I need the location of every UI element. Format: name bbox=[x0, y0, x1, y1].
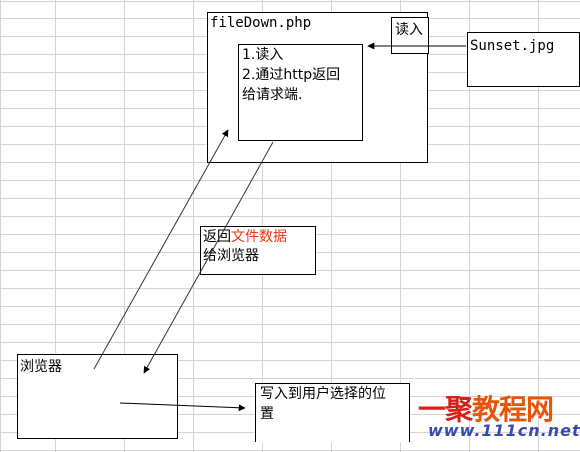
return-data-line1: 返回文件数据 bbox=[203, 228, 287, 247]
step-return-http-text: 2.通过http返回 bbox=[242, 67, 341, 83]
browser-label: 浏览器 bbox=[20, 359, 62, 375]
watermark-title: 一聚教程网 bbox=[418, 393, 554, 426]
read-label: 读入 bbox=[395, 22, 423, 38]
step-return-client-text: 给请求端. bbox=[242, 87, 303, 103]
write-to-user-location-box: 写入到用户选择的位 置 bbox=[255, 383, 410, 442]
step-read-text: 1.读入 bbox=[242, 47, 284, 63]
file-data-highlight: 文件数据 bbox=[231, 229, 287, 245]
sunset-file-box: Sunset.jpg bbox=[467, 32, 580, 87]
browser-box: 浏览器 bbox=[17, 354, 178, 439]
watermark-url: www.111cn.net bbox=[428, 421, 580, 440]
sunset-file-label: Sunset.jpg bbox=[470, 38, 555, 54]
read-label-box: 读入 bbox=[391, 17, 429, 54]
process-steps-box: 1.读入 2.通过http返回 给请求端. bbox=[238, 44, 363, 141]
return-data-box: 返回文件数据 给浏览器 bbox=[200, 226, 316, 275]
return-prefix: 返回 bbox=[203, 229, 231, 245]
return-data-line2: 给浏览器 bbox=[203, 248, 259, 264]
write-line2: 置 bbox=[260, 406, 274, 422]
write-line1: 写入到用户选择的位 bbox=[260, 386, 386, 402]
site-watermark-logo: 一聚教程网 www.111cn.net bbox=[416, 388, 580, 448]
filedown-php-title: fileDown.php bbox=[210, 15, 312, 31]
